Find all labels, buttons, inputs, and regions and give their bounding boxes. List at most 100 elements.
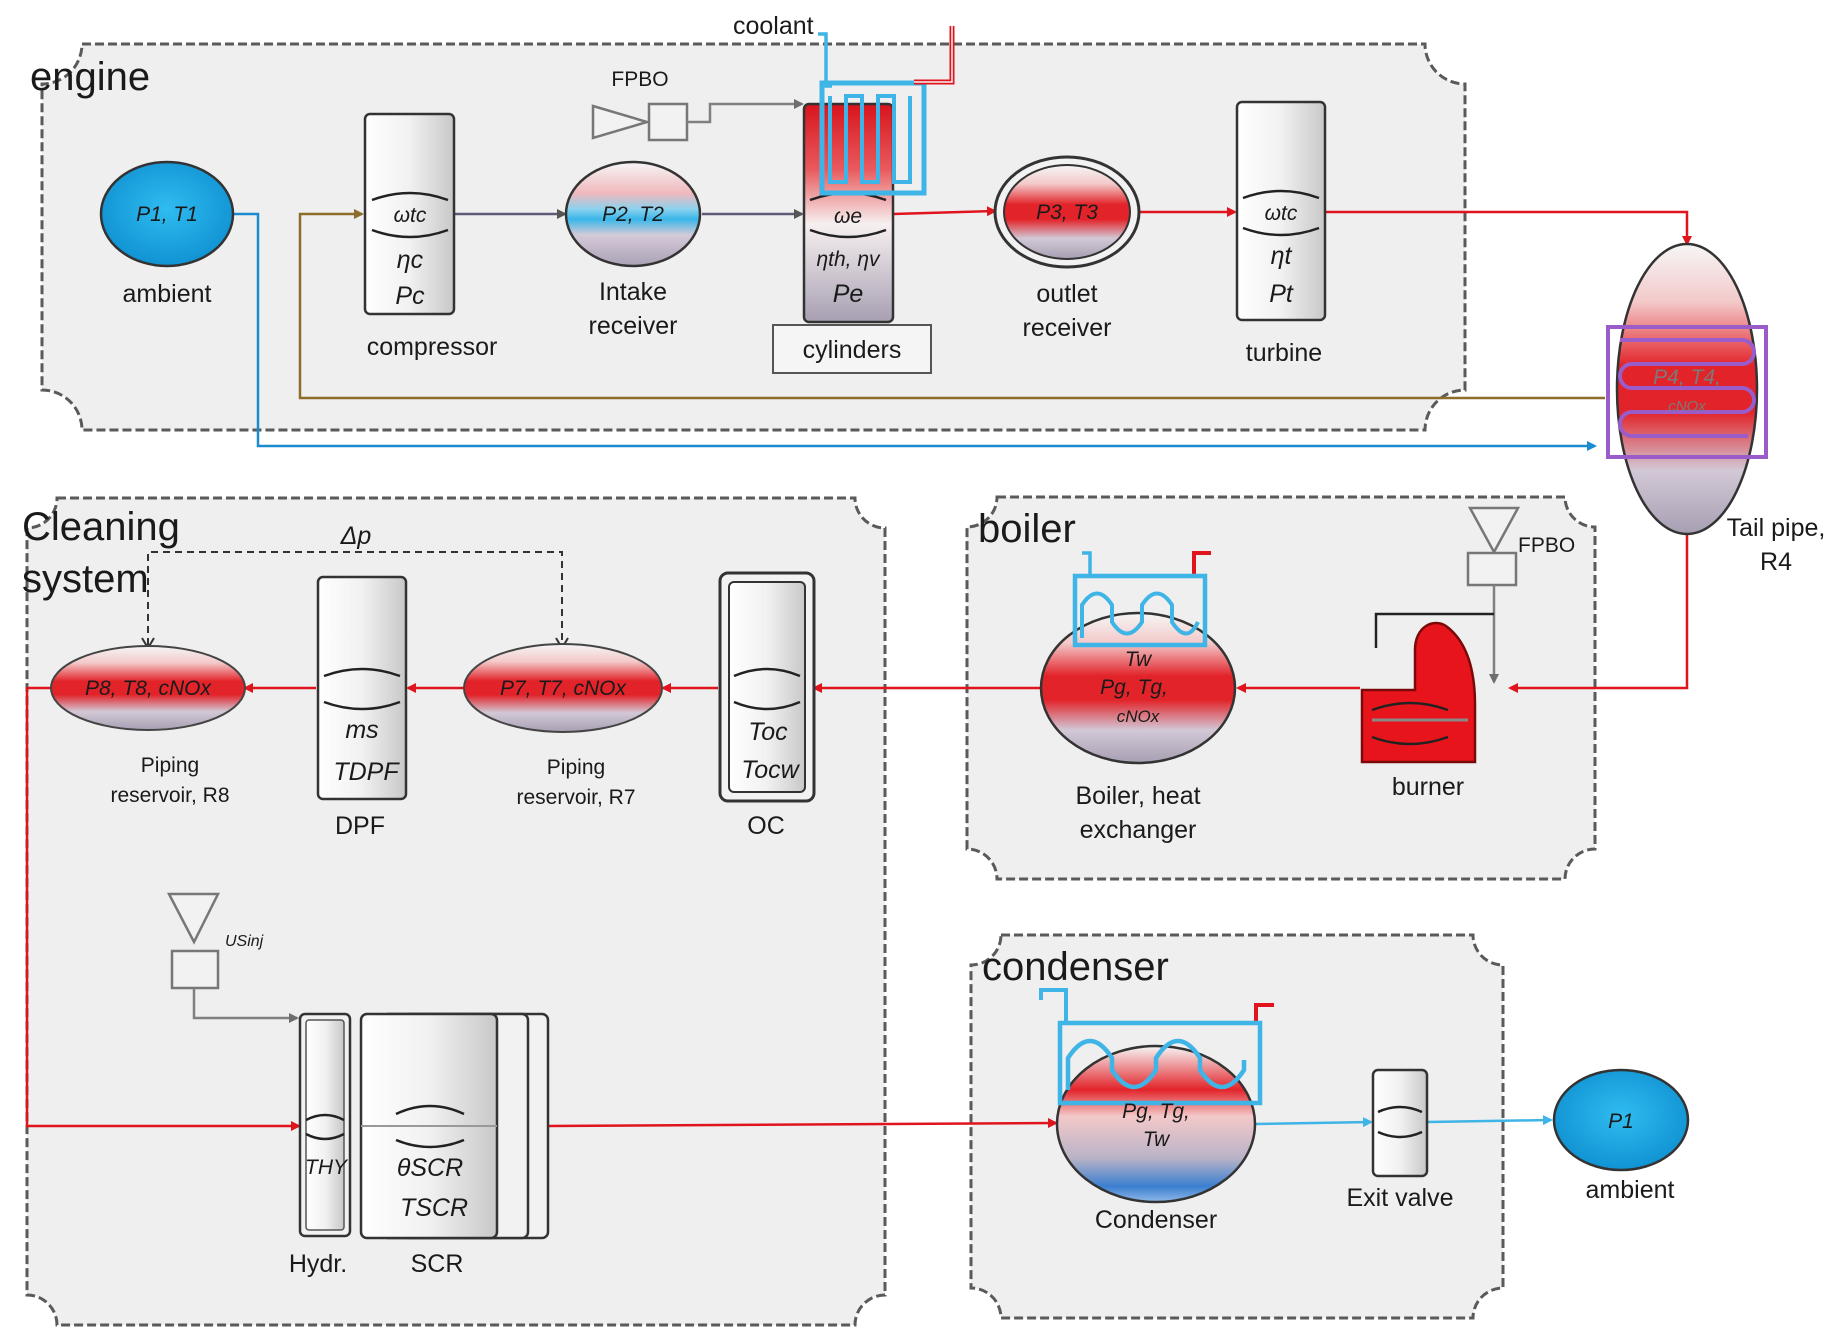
cleaning-panel-title-line1: Cleaning <box>22 505 180 549</box>
turbine-speed: ωtc <box>1265 202 1298 225</box>
hydrolysis-label: Hydr. <box>289 1250 347 1278</box>
outlet-receiver-vessel <box>1003 164 1131 260</box>
boiler-label-line1: Boiler, heat <box>1075 782 1200 810</box>
condenser-state-line2: Tw <box>1143 1128 1171 1151</box>
boiler-label-line2: exchanger <box>1080 816 1197 844</box>
cylinders-speed: ωe <box>834 205 862 228</box>
boiler-vessel <box>1039 611 1237 765</box>
ambient-inlet-node <box>99 160 235 268</box>
boiler-state-line2: Pg, Tg, <box>1100 676 1168 699</box>
cylinders: ωe ηth, ηv Pe cylinders <box>772 102 932 374</box>
injector-line <box>192 988 299 1023</box>
boiler-coolant-inlet-icon <box>1082 551 1092 576</box>
scr-label: SCR <box>411 1250 464 1278</box>
boiler-coil-frame <box>1072 573 1208 648</box>
r7-label-line2: reservoir, R7 <box>516 786 635 809</box>
ambient-inlet-state: P1, T1 <box>136 203 198 226</box>
intake-receiver-label-line1: Intake <box>599 278 667 306</box>
ambient-outlet-node <box>1552 1068 1690 1172</box>
engine-fpbo-nozzle-icon <box>591 104 652 140</box>
condenser-coil-icon <box>1065 1038 1247 1090</box>
bypass-loop-line <box>298 209 1605 400</box>
flow-r8-to-hydrolysis <box>25 686 301 1131</box>
intake-receiver-label-line2: receiver <box>589 312 678 340</box>
tail-pipe-state-line2: cNOx <box>1668 398 1706 415</box>
ambient-outlet: P1 ambient <box>1552 1068 1690 1204</box>
condenser-state-line1: Pg, Tg, <box>1122 1100 1190 1123</box>
cylinders-label-box <box>772 324 932 374</box>
intake-receiver: P2, T2 Intake receiver <box>564 160 702 340</box>
condenser-coolant-outlet-icon <box>1254 1003 1274 1023</box>
injector-label: USinj <box>225 933 264 950</box>
flow-condenser-to-valve <box>1254 1117 1373 1128</box>
flow-valve-to-ambient <box>1427 1115 1553 1126</box>
coolant-label: coolant <box>733 12 814 40</box>
tail-pipe-label-line2: R4 <box>1760 548 1792 576</box>
injector-valve <box>170 949 220 990</box>
dpf-label: DPF <box>335 812 385 840</box>
boiler-fpbo-nozzle-icon <box>1467 506 1521 555</box>
turbine-power: Pt <box>1269 280 1294 308</box>
engine-fpbo-feed: FPBO <box>591 68 804 142</box>
compressor-label: compressor <box>367 333 498 361</box>
condenser-unit: Pg, Tg, Tw Condenser <box>1039 988 1274 1234</box>
tail-pipe-coil-icon <box>1618 338 1756 438</box>
intake-receiver-state: P2, T2 <box>602 203 664 226</box>
outlet-receiver-label-line1: outlet <box>1036 280 1097 308</box>
burner: burner <box>1360 612 1494 801</box>
condenser-coolant-inlet-icon <box>1039 988 1068 1023</box>
boiler-state-line3: cNOx <box>1117 707 1160 726</box>
dp-label: Δp <box>340 522 372 550</box>
cylinders-efficiency: ηth, ηv <box>817 248 882 271</box>
cylinders-power: Pe <box>833 280 864 308</box>
boiler-panel-title: boiler <box>978 507 1076 551</box>
flow-lines <box>25 206 1692 1131</box>
boiler-heat-exchanger: Tw Pg, Tg, cNOx Boiler, heat exchanger <box>1039 551 1237 844</box>
coolant-jacket-frame <box>819 80 927 196</box>
coolant-serpentine-icon <box>828 94 912 184</box>
cylinders-label: cylinders <box>803 336 902 364</box>
boiler-fpbo-valve <box>1466 551 1518 587</box>
outlet-receiver-label-line2: receiver <box>1023 314 1112 342</box>
boiler-coolant-outlet-icon <box>1192 551 1211 576</box>
scr: θSCR TSCR SCR <box>359 1012 550 1278</box>
urea-injector: USinj <box>166 892 299 1023</box>
ambient-inlet: P1, T1 ambient <box>99 160 235 308</box>
outlet-receiver: P3, T3 outlet receiver <box>993 155 1141 342</box>
intake-receiver-vessel <box>564 160 702 268</box>
hydrolysis: THY Hydr. <box>289 1012 352 1278</box>
compressor-power: Pc <box>395 282 425 310</box>
oc-temperature: Toc <box>748 718 788 746</box>
ambient-inlet-label: ambient <box>123 280 212 308</box>
tail-pipe-r4: P4, T4, cNOx Tail pipe, R4 <box>1606 242 1825 576</box>
dp-sensor: Δp <box>340 522 372 550</box>
turbine-efficiency: ηt <box>1271 242 1293 270</box>
exit-valve-label: Exit valve <box>1347 1184 1454 1212</box>
tail-pipe-state-line1: P4, T4, <box>1653 366 1721 389</box>
exit-valve-body <box>1371 1068 1429 1178</box>
compressor-body <box>363 112 456 316</box>
oc-wall-temperature: Tocw <box>741 756 800 784</box>
oc-body <box>728 581 806 793</box>
boiler-state-line1: Tw <box>1125 648 1153 671</box>
condenser-coil-frame <box>1057 1020 1263 1106</box>
coolant-inlet-pipe-icon <box>818 32 832 88</box>
dpf-soot-mass: ms <box>345 716 378 744</box>
burner-flame-icon <box>1360 621 1477 764</box>
piping-reservoir-r8: P8, T8, cNOx Piping reservoir, R8 <box>50 645 246 807</box>
hydrolysis-temperature: THY <box>305 1156 349 1179</box>
flow-cylinders-to-outlet <box>892 206 997 217</box>
r8-label-line2: reservoir, R8 <box>110 784 229 807</box>
dpf: ms TDPF DPF <box>316 575 408 840</box>
engine-fpbo-label: FPBO <box>611 68 668 91</box>
turbine-body <box>1235 100 1327 322</box>
outlet-receiver-state: P3, T3 <box>1036 201 1098 224</box>
turbine: ωtc ηt Pt turbine <box>1235 100 1327 367</box>
compressor: ωtc ηc Pc compressor <box>363 112 498 361</box>
scr-temperature: TSCR <box>400 1194 468 1222</box>
dp-sensor-line <box>147 551 563 646</box>
tail-pipe-coil-frame <box>1606 325 1768 459</box>
injector-nozzle-icon <box>166 892 221 945</box>
engine-coolant-jacket: coolant <box>733 12 955 196</box>
